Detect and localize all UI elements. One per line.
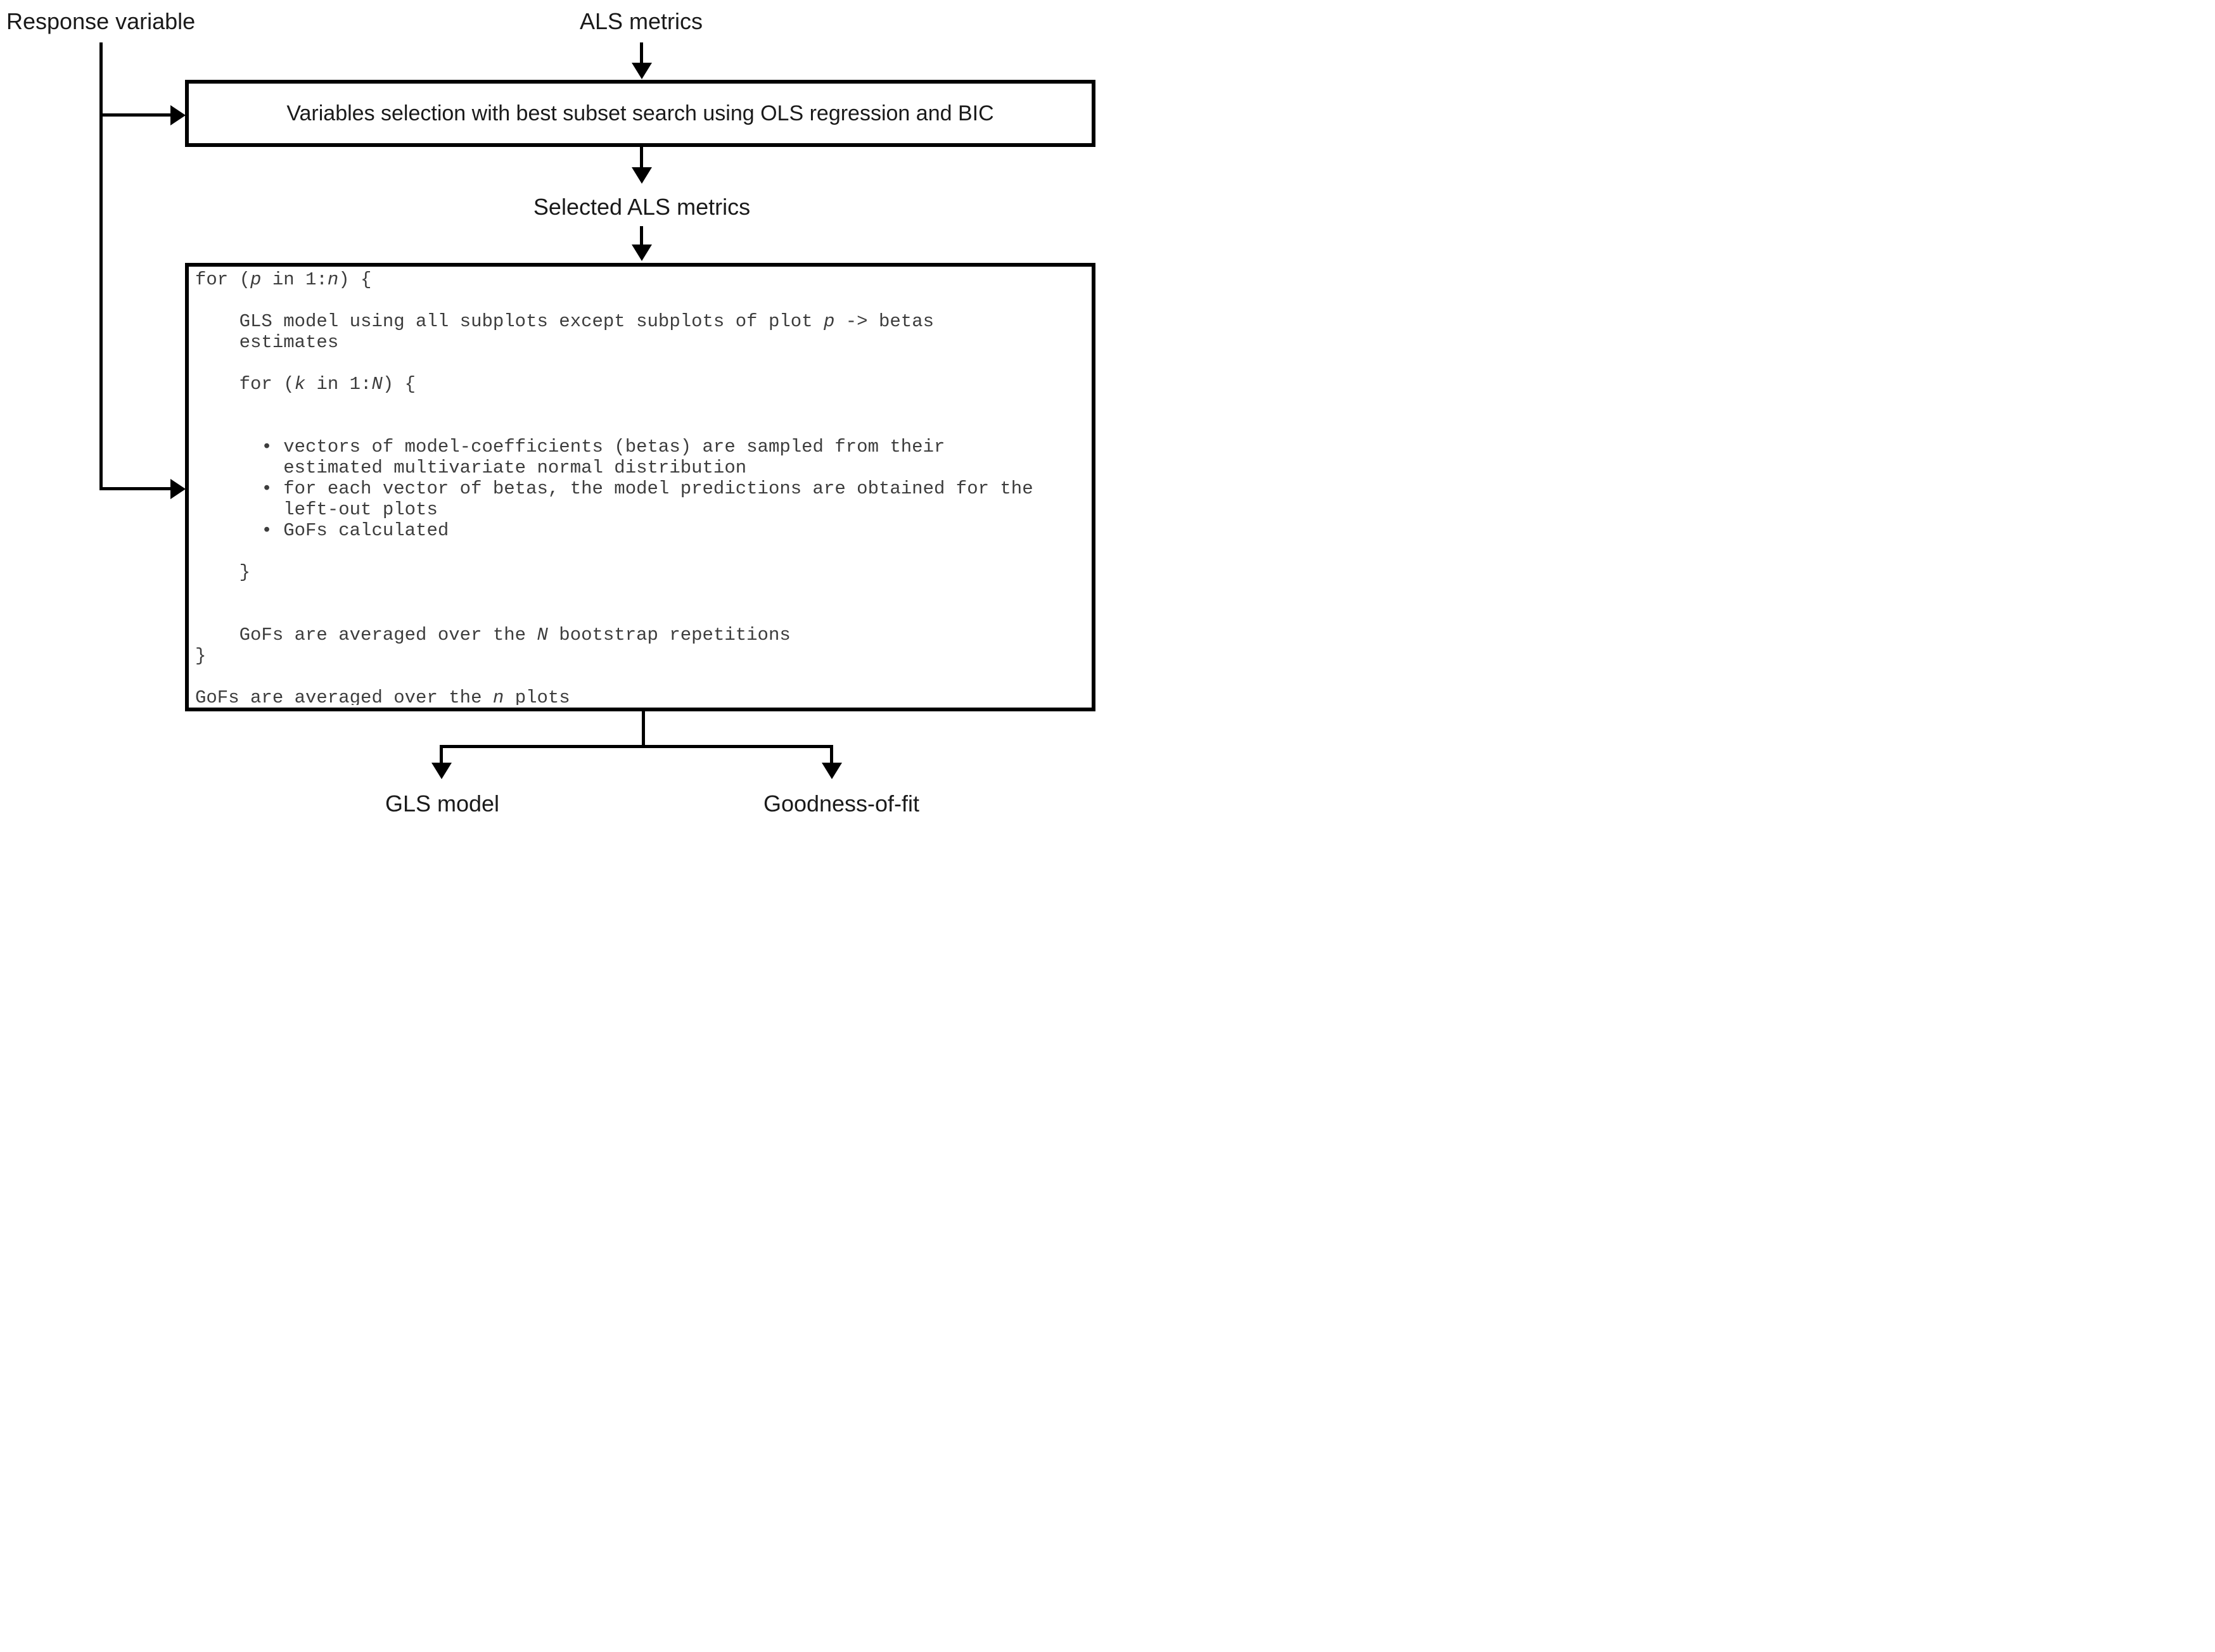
flow-diagram: Response variable ALS metrics Variables … <box>0 0 1108 826</box>
code-line: estimated multivariate normal distributi… <box>195 457 747 478</box>
code-line: estimates <box>195 332 339 353</box>
branch-arrow-2-line <box>99 487 170 490</box>
code-line: • GoFs calculated <box>195 520 449 541</box>
branch-arrow-1-line <box>99 113 170 117</box>
code-line <box>195 290 1089 311</box>
output-split-line <box>440 745 833 748</box>
goodness-of-fit-arrow-head-icon <box>822 763 842 779</box>
goodness-of-fit-label: Goodness-of-fit <box>763 791 920 816</box>
gls-model-arrow-line <box>440 745 443 764</box>
gls-model-label: GLS model <box>385 791 500 816</box>
code-line: } <box>195 645 207 666</box>
code-line: GoFs are averaged over the N bootstrap r… <box>195 625 791 645</box>
code-line: GoFs are averaged over the n plots <box>195 687 570 705</box>
code-line: for (p in 1:n) { <box>195 269 372 290</box>
pseudocode-block: for (p in 1:n) { GLS model using all sub… <box>195 269 1089 705</box>
branch-arrow-1-head-icon <box>170 105 186 125</box>
code-line <box>195 541 1089 562</box>
code-line <box>195 666 1089 687</box>
code-line: • vectors of model-coefficients (betas) … <box>195 436 945 457</box>
selected-metrics-arrow-line <box>640 226 643 246</box>
goodness-of-fit-arrow-line <box>830 745 833 764</box>
code-line <box>195 583 1089 604</box>
response-variable-label: Response variable <box>6 8 196 34</box>
code-line <box>195 395 1089 416</box>
code-line <box>195 604 1089 625</box>
code-line: • for each vector of betas, the model pr… <box>195 478 1033 499</box>
code-line: } <box>195 562 251 583</box>
als-metrics-arrow-line <box>640 42 643 64</box>
als-metrics-label: ALS metrics <box>579 8 703 34</box>
gls-model-arrow-head-icon <box>431 763 452 779</box>
box1-output-arrow-line <box>640 147 643 168</box>
box1-output-arrow-head-icon <box>632 167 652 184</box>
selected-als-metrics-label: Selected ALS metrics <box>533 194 751 220</box>
code-line: left-out plots <box>195 499 438 520</box>
code-line: GLS model using all subplots except subp… <box>195 311 935 332</box>
box2-output-stem-line <box>642 711 645 747</box>
response-variable-trunk-line <box>99 42 103 490</box>
code-line: for (k in 1:N) { <box>195 374 416 395</box>
code-line <box>195 416 1089 436</box>
selected-metrics-arrow-head-icon <box>632 245 652 261</box>
branch-arrow-2-head-icon <box>170 479 186 499</box>
als-metrics-arrow-head-icon <box>632 63 652 79</box>
code-line <box>195 353 1089 374</box>
variable-selection-text: Variables selection with best subset sea… <box>286 101 994 125</box>
cross-validation-code-box: for (p in 1:n) { GLS model using all sub… <box>185 263 1095 711</box>
variable-selection-box: Variables selection with best subset sea… <box>185 80 1095 147</box>
